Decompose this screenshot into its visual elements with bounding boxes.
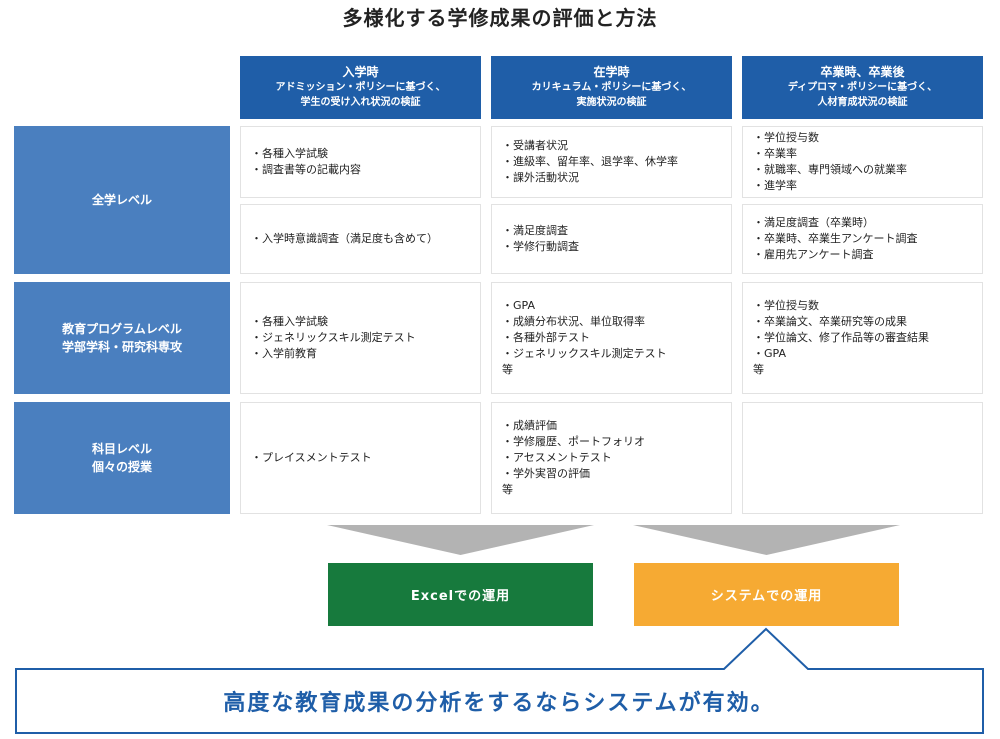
column-subtitle: アドミッション・ポリシーに基づく、 (275, 82, 446, 93)
cell: ・各種入学試験・調査書等の記載内容 (240, 126, 481, 198)
cell-item: 等 (502, 483, 513, 496)
cell: ・満足度調査（卒業時） ・卒業時、卒業生アンケート調査・雇用先アンケート調査 (742, 204, 983, 274)
down-arrow-icon (633, 525, 900, 555)
column-subtitle: ディプロマ・ポリシーに基づく、 (787, 82, 938, 93)
row-label: 教育プログラムレベル (62, 322, 182, 336)
cell-item: ・課外活動状況 (502, 171, 579, 184)
cell-item: ・調査書等の記載内容 (251, 163, 361, 176)
down-arrow-icon (327, 525, 594, 555)
cell-item: ・学外実習の評価 (502, 467, 590, 480)
cell: ・学位授与数・卒業論文、卒業研究等の成果・学位論文、修了作品等の審査結果・GPA… (742, 282, 983, 394)
row-sublabel: 学部学科・研究科専攻 (61, 340, 182, 354)
cell (742, 402, 983, 514)
cell-item: ・成績評価 (502, 419, 557, 432)
cell: ・成績評価・学修履歴、ポートフォリオ・アセスメントテスト・学外実習の評価等 (491, 402, 732, 514)
cell-item: ・進級率、留年率、退学率、休学率 (502, 155, 678, 168)
row-label: 科目レベル (91, 442, 152, 456)
callout-bubble (15, 627, 984, 734)
row-label: 全学レベル (91, 193, 152, 207)
row-header-course: 科目レベル 個々の授業 (14, 402, 230, 514)
cell-item: ・卒業時、卒業生アンケート調査 (753, 232, 918, 245)
cell-item: ・学位授与数 (753, 131, 819, 144)
row-header-program: 教育プログラムレベル 学部学科・研究科専攻 (14, 282, 230, 394)
cell-item: ・受講者状況 (502, 139, 568, 152)
cell-item: ・各種入学試験 (251, 147, 328, 160)
cell-item: ・満足度調査 (502, 224, 568, 237)
column-header-enrollment: 在学時 カリキュラム・ポリシーに基づく、 実施状況の検証 (491, 56, 732, 119)
cell-item: ・プレイスメントテスト (251, 451, 372, 464)
column-subtitle: 学生の受け入れ状況の検証 (300, 97, 421, 108)
column-header-admission: 入学時 アドミッション・ポリシーに基づく、 学生の受け入れ状況の検証 (240, 56, 481, 119)
cell-item: ・就職率、専門領域への就業率 (753, 163, 907, 176)
cell: ・入学時意識調査（満足度も含めて） (240, 204, 481, 274)
cell: ・受講者状況・進級率、留年率、退学率、休学率・課外活動状況 (491, 126, 732, 198)
cell-item: ・満足度調査（卒業時） (753, 216, 874, 229)
cell: ・各種入学試験・ジェネリックスキル測定テスト・入学前教育 (240, 282, 481, 394)
cell-item: ・学位論文、修了作品等の審査結果 (753, 331, 929, 344)
cell-item: ・GPA (502, 299, 535, 312)
callout-text: 高度な教育成果の分析をするならシステムが有効。 (223, 690, 775, 716)
cell-item: ・学修履歴、ポートフォリオ (502, 435, 645, 448)
page-title: 多様化する学修成果の評価と方法 (342, 6, 658, 30)
row-sublabel: 個々の授業 (91, 460, 152, 474)
column-subtitle: カリキュラム・ポリシーに基づく、 (531, 82, 692, 93)
cell: ・学位授与数・卒業率・就職率、専門領域への就業率・進学率 (742, 126, 983, 198)
excel-operation-box: Excelでの運用 (328, 563, 593, 626)
column-title: 在学時 (593, 65, 630, 79)
cell-item: ・学位授与数 (753, 299, 819, 312)
system-operation-box: システムでの運用 (634, 563, 899, 626)
cell-item: ・アセスメントテスト (502, 451, 612, 464)
cell-item: ・入学前教育 (251, 347, 317, 360)
cell-item: ・成績分布状況、単位取得率 (502, 315, 645, 328)
cell-item: ・各種入学試験 (251, 315, 328, 328)
cell-item: ・ジェネリックスキル測定テスト (251, 331, 416, 344)
cell-item: ・各種外部テスト (502, 331, 590, 344)
cell-item: ・ジェネリックスキル測定テスト (502, 347, 667, 360)
cell: ・満足度調査・学修行動調査 (491, 204, 732, 274)
column-subtitle: 実施状況の検証 (576, 97, 647, 108)
cell-item: ・卒業論文、卒業研究等の成果 (753, 315, 907, 328)
cell-item: ・学修行動調査 (502, 240, 579, 253)
cell: ・GPA ・成績分布状況、単位取得率・各種外部テスト・ジェネリックスキル測定テスト… (491, 282, 732, 394)
cell-item: 等 (502, 363, 513, 376)
column-title: 卒業時、卒業後 (820, 65, 905, 79)
cell-item: ・GPA (753, 347, 786, 360)
row-header-university: 全学レベル (14, 126, 230, 274)
cell-item: ・進学率 (753, 179, 797, 192)
column-title: 入学時 (342, 65, 379, 79)
cell-item: ・入学時意識調査（満足度も含めて） (251, 232, 438, 245)
cell: ・プレイスメントテスト (240, 402, 481, 514)
cell-item: ・雇用先アンケート調査 (753, 248, 874, 261)
column-subtitle: 人材育成状況の検証 (817, 97, 908, 108)
cell-item: 等 (753, 363, 764, 376)
column-header-graduation: 卒業時、卒業後 ディプロマ・ポリシーに基づく、 人材育成状況の検証 (742, 56, 983, 119)
cell-item: ・卒業率 (753, 147, 797, 160)
